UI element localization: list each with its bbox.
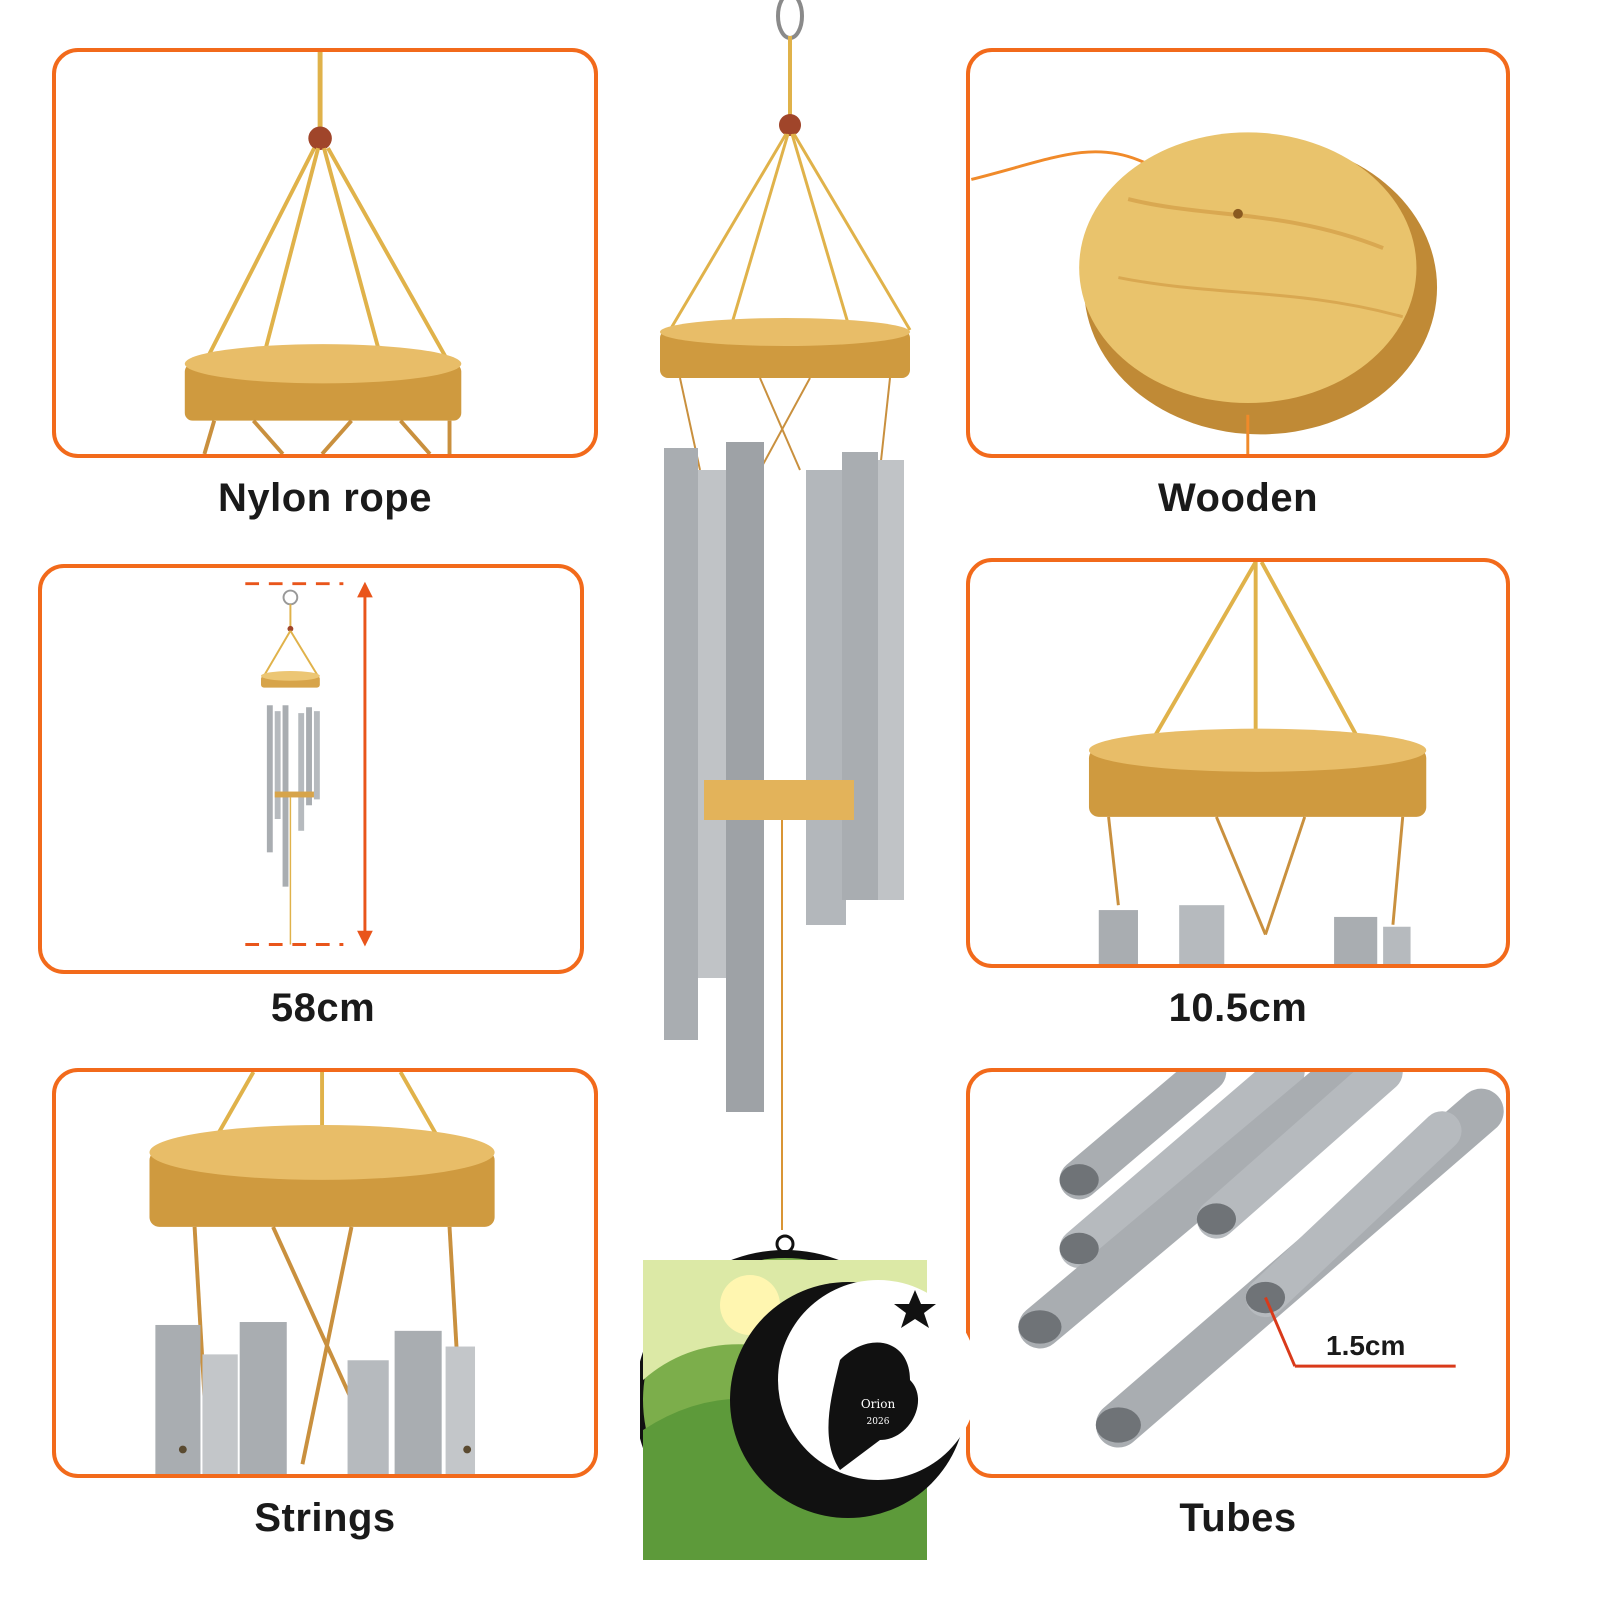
diameter-photo bbox=[1088, 562, 1427, 964]
caption-wooden: Wooden bbox=[1157, 476, 1318, 520]
panel-tubes: 1.5cm bbox=[966, 1068, 1510, 1478]
caption-nylon-rope: Nylon rope bbox=[218, 476, 432, 520]
caption-tubes: Tubes bbox=[1179, 1496, 1297, 1540]
tubes-photo bbox=[1018, 1072, 1504, 1448]
panel-strings bbox=[52, 1068, 598, 1478]
medallion-name: Orion bbox=[861, 1397, 896, 1411]
memorial-medallion: Orion 2026 bbox=[640, 1234, 970, 1560]
tube-diameter-label: 1.5cm bbox=[1326, 1330, 1406, 1361]
wind-chime-full: Orion 2026 bbox=[640, 0, 970, 1560]
wooden-disc-photo bbox=[970, 132, 1438, 454]
panel-diameter bbox=[966, 558, 1510, 968]
panel-length bbox=[38, 564, 584, 974]
panel-wooden bbox=[966, 48, 1510, 458]
nylon-rope-photo bbox=[184, 52, 462, 454]
medallion-year: 2026 bbox=[867, 1417, 890, 1427]
length-diagram bbox=[245, 581, 373, 947]
panel-nylon-rope bbox=[52, 48, 598, 458]
caption-strings: Strings bbox=[254, 1496, 396, 1540]
strings-photo bbox=[149, 1072, 495, 1474]
caption-length: 58cm bbox=[270, 986, 376, 1030]
hook-icon bbox=[776, 0, 804, 40]
caption-diameter: 10.5cm bbox=[1168, 986, 1308, 1030]
